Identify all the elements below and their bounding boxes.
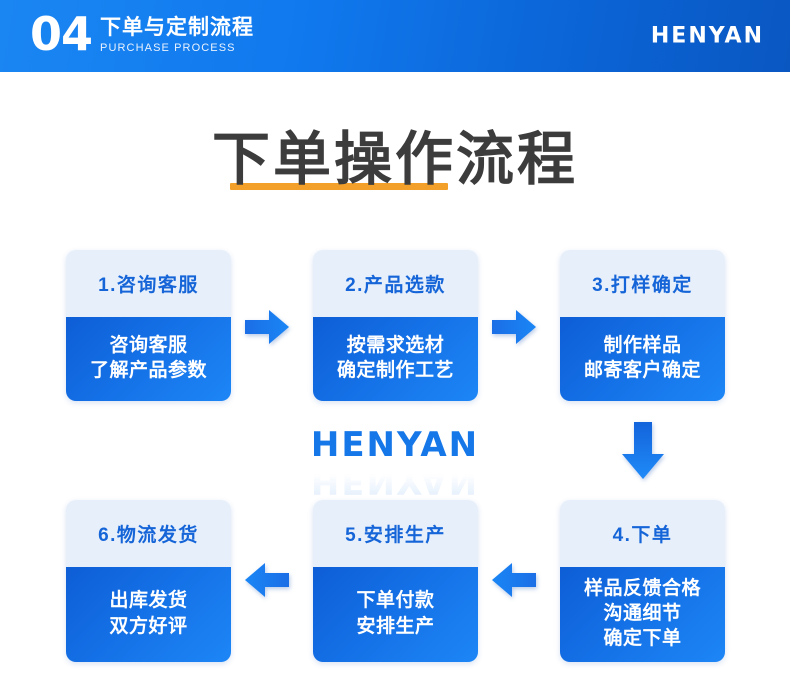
flow-card-line: 出库发货 xyxy=(109,590,188,612)
arrow-right-icon xyxy=(490,307,538,347)
watermark-reflection: HENYAN xyxy=(0,461,790,501)
section-number: 04 xyxy=(30,7,93,61)
title-underline-bar xyxy=(229,182,448,190)
flow-card-step-6[interactable]: 6.物流发货 出库发货 双方好评 xyxy=(66,500,231,662)
section-header: 04 下单与定制流程 PURCHASE PROCESS HENYAN xyxy=(0,0,790,72)
flow-card-header-6: 6.物流发货 xyxy=(66,500,231,567)
flow-card-line: 按需求选材 xyxy=(346,334,445,356)
flow-card-line: 咨询客服 xyxy=(109,334,188,356)
flow-card-line: 沟通细节 xyxy=(603,602,682,624)
center-watermark: HENYAN HENYAN xyxy=(0,425,790,501)
flow-card-line: 下单付款 xyxy=(356,590,435,612)
flow-card-step-5[interactable]: 5.安排生产 下单付款 安排生产 xyxy=(313,500,478,662)
flow-card-header-2: 2.产品选款 xyxy=(313,250,478,317)
flow-card-line: 制作样品 xyxy=(603,334,682,356)
flow-card-line: 样品反馈合格 xyxy=(583,577,701,599)
page-title-wrapper: 下单操作流程 xyxy=(0,128,790,192)
flow-card-body-1: 咨询客服 了解产品参数 xyxy=(66,317,231,401)
flow-card-line: 双方好评 xyxy=(109,615,188,637)
flow-card-header-1: 1.咨询客服 xyxy=(66,250,231,317)
arrow-right-icon xyxy=(243,307,291,347)
flow-card-step-4[interactable]: 4.下单 样品反馈合格 沟通细节 确定下单 xyxy=(560,500,725,662)
page-title: 下单操作流程 xyxy=(211,127,578,192)
arrow-left-icon xyxy=(243,560,291,600)
flow-card-body-6: 出库发货 双方好评 xyxy=(66,567,231,662)
flow-card-body-4: 样品反馈合格 沟通细节 确定下单 xyxy=(560,567,725,662)
flow-card-title-1: 1.咨询客服 xyxy=(98,275,199,296)
section-title-cn: 下单与定制流程 xyxy=(100,16,255,40)
flow-card-title-6: 6.物流发货 xyxy=(98,525,199,546)
flow-card-line: 确定下单 xyxy=(603,628,682,650)
flow-card-body-2: 按需求选材 确定制作工艺 xyxy=(313,317,478,401)
section-title-en: PURCHASE PROCESS xyxy=(100,42,236,55)
watermark-text: HENYAN xyxy=(310,425,480,465)
flow-card-step-1[interactable]: 1.咨询客服 咨询客服 了解产品参数 xyxy=(66,250,231,401)
flow-card-title-3: 3.打样确定 xyxy=(592,275,693,296)
flow-card-body-5: 下单付款 安排生产 xyxy=(313,567,478,662)
page-title-inner: 下单操作流程 xyxy=(212,128,578,192)
flow-card-header-3: 3.打样确定 xyxy=(560,250,725,317)
flow-card-title-4: 4.下单 xyxy=(612,525,673,546)
flow-card-line: 邮寄客户确定 xyxy=(583,360,701,381)
flow-card-line: 安排生产 xyxy=(356,615,435,637)
arrow-left-icon xyxy=(490,560,538,600)
section-header-texts: 下单与定制流程 PURCHASE PROCESS xyxy=(100,16,254,55)
brand-logo-henyan: HENYAN xyxy=(650,23,764,49)
flow-card-line: 了解产品参数 xyxy=(89,360,207,381)
flow-card-header-5: 5.安排生产 xyxy=(313,500,478,567)
flow-card-step-2[interactable]: 2.产品选款 按需求选材 确定制作工艺 xyxy=(313,250,478,401)
flow-card-step-3[interactable]: 3.打样确定 制作样品 邮寄客户确定 xyxy=(560,250,725,401)
flow-card-header-4: 4.下单 xyxy=(560,500,725,567)
flow-card-title-2: 2.产品选款 xyxy=(345,275,446,296)
arrow-down-icon xyxy=(618,420,668,482)
flow-card-body-3: 制作样品 邮寄客户确定 xyxy=(560,317,725,401)
flow-card-line: 确定制作工艺 xyxy=(336,360,454,381)
flow-card-title-5: 5.安排生产 xyxy=(345,525,446,546)
